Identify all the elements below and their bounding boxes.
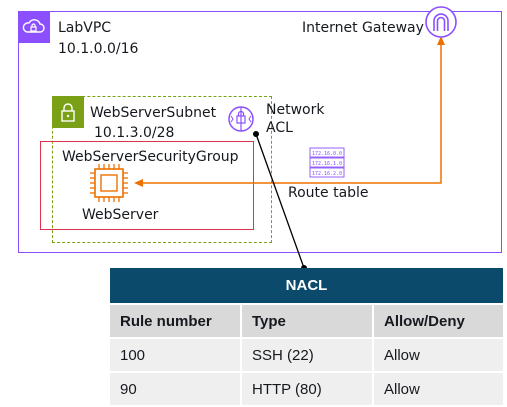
route-entry: 172.16.1.0 bbox=[312, 161, 342, 167]
ec2-chip-icon bbox=[90, 164, 128, 202]
nacl-label-line2: ACL bbox=[266, 120, 293, 136]
table-cell: 100 bbox=[110, 338, 242, 373]
table-cell: Allow bbox=[373, 338, 503, 373]
nacl-label-line1: Network bbox=[266, 102, 325, 118]
table-header-row: Rule number Type Allow/Deny bbox=[110, 304, 503, 339]
route-entry: 172.16.2.0 bbox=[312, 171, 342, 177]
table-cell: HTTP (80) bbox=[241, 372, 374, 407]
table-cell: 90 bbox=[110, 372, 242, 407]
route-entry: 172.16.0.0 bbox=[312, 151, 342, 157]
route-connector bbox=[134, 36, 445, 187]
subnet-name: WebServerSubnet bbox=[90, 105, 217, 121]
column-header: Allow/Deny bbox=[373, 304, 503, 339]
table-row: 90 HTTP (80) Allow bbox=[110, 372, 503, 407]
vpc-name: LabVPC bbox=[58, 20, 112, 36]
table-row: 100 SSH (22) Allow bbox=[110, 338, 503, 373]
nacl-table-title: NACL bbox=[110, 268, 503, 305]
internet-gateway-label: Internet Gateway bbox=[302, 20, 424, 36]
route-table-label: Route table bbox=[288, 185, 369, 201]
internet-gateway-icon bbox=[425, 6, 457, 38]
vpc-cloud-icon bbox=[18, 11, 50, 43]
padlock-icon bbox=[52, 96, 84, 128]
subnet-cidr: 10.1.3.0/28 bbox=[94, 125, 175, 141]
security-group-name: WebServerSecurityGroup bbox=[62, 149, 239, 165]
nacl-table: NACL Rule number Type Allow/Deny 100 SSH… bbox=[110, 268, 503, 407]
column-header: Rule number bbox=[110, 304, 242, 339]
network-acl-icon bbox=[228, 106, 254, 132]
route-table-icon: 172.16.0.0 172.16.1.0 172.16.2.0 bbox=[309, 147, 345, 178]
nacl-connector bbox=[255, 133, 305, 269]
table-cell: Allow bbox=[373, 372, 503, 407]
vpc-cidr: 10.1.0.0/16 bbox=[58, 41, 139, 57]
column-header: Type bbox=[241, 304, 374, 339]
subnet-container bbox=[52, 96, 272, 243]
server-label: WebServer bbox=[82, 207, 159, 223]
table-cell: SSH (22) bbox=[241, 338, 374, 373]
vpc-container bbox=[18, 11, 502, 253]
security-group-container bbox=[40, 141, 254, 230]
